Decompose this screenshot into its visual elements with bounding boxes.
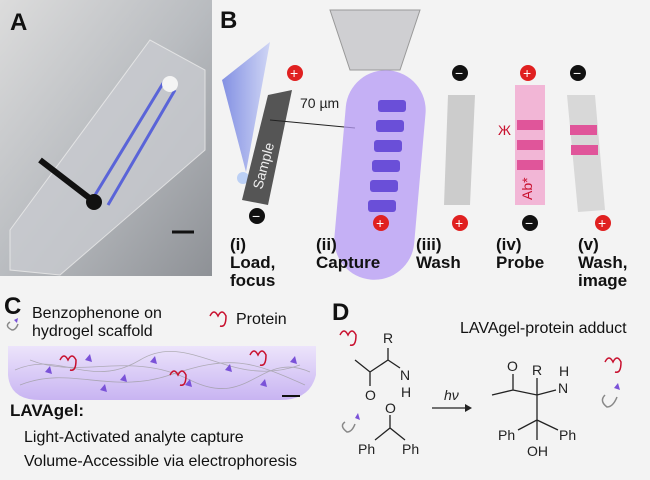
atom-n: N — [400, 367, 410, 383]
panel-label-b: B — [220, 7, 237, 34]
atom-ph: Ph — [402, 441, 419, 457]
legend-benzophenone-line1: Benzophenone on — [32, 305, 162, 322]
step-5-number: (v) — [578, 235, 599, 254]
benzophenone-icon — [341, 421, 356, 433]
protein-icon — [339, 330, 357, 347]
svg-text:+: + — [523, 65, 531, 81]
electrode-top-markers: + − + − — [287, 65, 586, 81]
step-1-label-line2: focus — [230, 271, 275, 290]
step-3-label: Wash — [416, 253, 461, 272]
benzophenone-icon — [6, 321, 19, 331]
gel-name: LAVAgel: — [10, 401, 84, 420]
antibody-icon: Ж — [498, 122, 511, 138]
panel-label-a: A — [10, 9, 27, 36]
atom-ph: Ph — [498, 427, 515, 443]
svg-text:−: − — [573, 65, 581, 81]
panel-a-photo: A — [0, 0, 212, 276]
step-5-label: Wash, — [578, 253, 627, 272]
electrode-bottom-markers: − + + − + — [249, 208, 611, 231]
panel-b-workflow: B Sample 70 µm Ж Ab* + − + − − + + — [220, 7, 627, 290]
benzophenone-markers — [45, 354, 297, 392]
atom-r: R — [383, 330, 393, 346]
atom-oh: OH — [527, 443, 548, 459]
protein-icon — [209, 311, 227, 328]
step-2-label: Capture — [316, 253, 380, 272]
svg-text:+: + — [455, 215, 463, 231]
gel-description-line1: Light-Activated analyte capture — [24, 429, 244, 446]
step-3-number: (iii) — [416, 235, 442, 254]
atom-h: H — [559, 363, 569, 379]
gel-description-line2: Volume-Accessible via electrophoresis — [24, 453, 297, 470]
step-2-number: (ii) — [316, 235, 337, 254]
benzophenone-icon — [601, 394, 618, 408]
protein-markers — [59, 350, 267, 387]
atom-ph: Ph — [358, 441, 375, 457]
legend-protein: Protein — [236, 311, 287, 328]
atom-n: N — [558, 380, 568, 396]
product-title: LAVAgel-protein adduct — [460, 320, 627, 337]
atom-h: H — [401, 384, 411, 400]
light-source-icon — [329, 9, 421, 71]
atom-o: O — [365, 387, 376, 403]
adduct-structure — [491, 374, 559, 440]
amino-acid-structure — [354, 348, 401, 386]
svg-text:−: − — [252, 208, 260, 224]
gel-strip-wash — [444, 95, 475, 205]
svg-text:+: + — [598, 215, 606, 231]
panel-label-d: D — [332, 299, 349, 326]
legend-benzophenone-line2: hydrogel scaffold — [32, 323, 153, 340]
atom-o: O — [385, 400, 396, 416]
width-annotation: 70 µm — [300, 95, 339, 111]
step-5-label-line2: image — [578, 271, 627, 290]
step-1-number: (i) — [230, 235, 246, 254]
protein-icon — [604, 357, 622, 374]
step-4-label: Probe — [496, 253, 544, 272]
svg-text:+: + — [376, 215, 384, 231]
svg-text:−: − — [525, 215, 533, 231]
step-4-number: (iv) — [496, 235, 522, 254]
svg-text:−: − — [455, 65, 463, 81]
svg-text:+: + — [290, 65, 298, 81]
atom-r: R — [532, 362, 542, 378]
antibody-label: Ab* — [519, 177, 535, 200]
gel-strip-load — [242, 90, 292, 205]
pipette-tip-icon — [222, 42, 270, 172]
panel-label-c: C — [4, 293, 21, 320]
arrow-label: hν — [444, 387, 459, 403]
atom-o: O — [507, 358, 518, 374]
benzophenone-structure — [374, 415, 406, 441]
atom-ph: Ph — [559, 427, 576, 443]
panel-d-reaction: D R O N H O Ph Ph hν LAVAgel-protein add… — [332, 299, 627, 459]
gel-cross-section — [8, 346, 316, 400]
panel-c-lavagel: C Benzophenone on hydrogel scaffold Prot… — [4, 293, 316, 470]
step-1-label: Load, — [230, 253, 275, 272]
uv-capture-region — [334, 70, 426, 280]
